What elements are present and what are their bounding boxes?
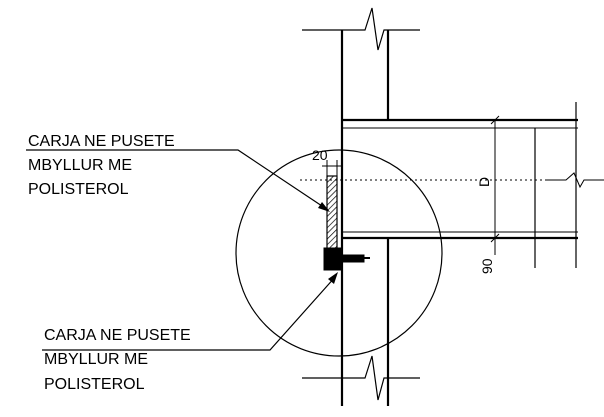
annotation-top-line1: CARJA NE PUSETE xyxy=(28,133,175,150)
annotation-bottom-line1: CARJA NE PUSETE xyxy=(44,327,191,344)
annotation-bottom-line3: POLISTEROL xyxy=(44,376,145,393)
beam-break-mark xyxy=(545,172,604,189)
dimension-depth xyxy=(490,115,500,243)
anchor-plate xyxy=(323,247,343,271)
dimension-depth-label: D xyxy=(476,177,492,187)
polystyrene-filler xyxy=(326,175,338,255)
dim-depth-tick-top xyxy=(490,115,500,125)
annotation-top: CARJA NE PUSETE MBYLLUR ME POLISTEROL xyxy=(26,133,330,212)
annotation-bottom-arrowhead xyxy=(328,272,338,284)
annotation-top-arrowhead xyxy=(318,202,330,212)
anchor-bolt xyxy=(323,247,370,271)
annotation-bottom: CARJA NE PUSETE MBYLLUR ME POLISTEROL xyxy=(42,272,338,393)
column-bottom-break-line xyxy=(302,355,420,401)
annotation-top-leader xyxy=(26,149,329,211)
annotation-top-line2: MBYLLUR ME xyxy=(28,157,132,174)
detail-circle xyxy=(235,149,443,357)
annotation-bottom-leader xyxy=(42,275,337,351)
annotation-top-line3: POLISTEROL xyxy=(28,181,129,198)
dimension-gap xyxy=(322,160,342,176)
column xyxy=(302,7,420,406)
anchor-shank xyxy=(339,254,365,263)
polystyrene-joint xyxy=(326,175,338,255)
column-top-break-line xyxy=(302,7,420,51)
dimension-offset-label: 90 xyxy=(479,258,495,274)
annotation-bottom-line2: MBYLLUR ME xyxy=(44,351,148,368)
beam xyxy=(300,102,604,268)
dimension-gap-label: 20 xyxy=(312,147,328,163)
